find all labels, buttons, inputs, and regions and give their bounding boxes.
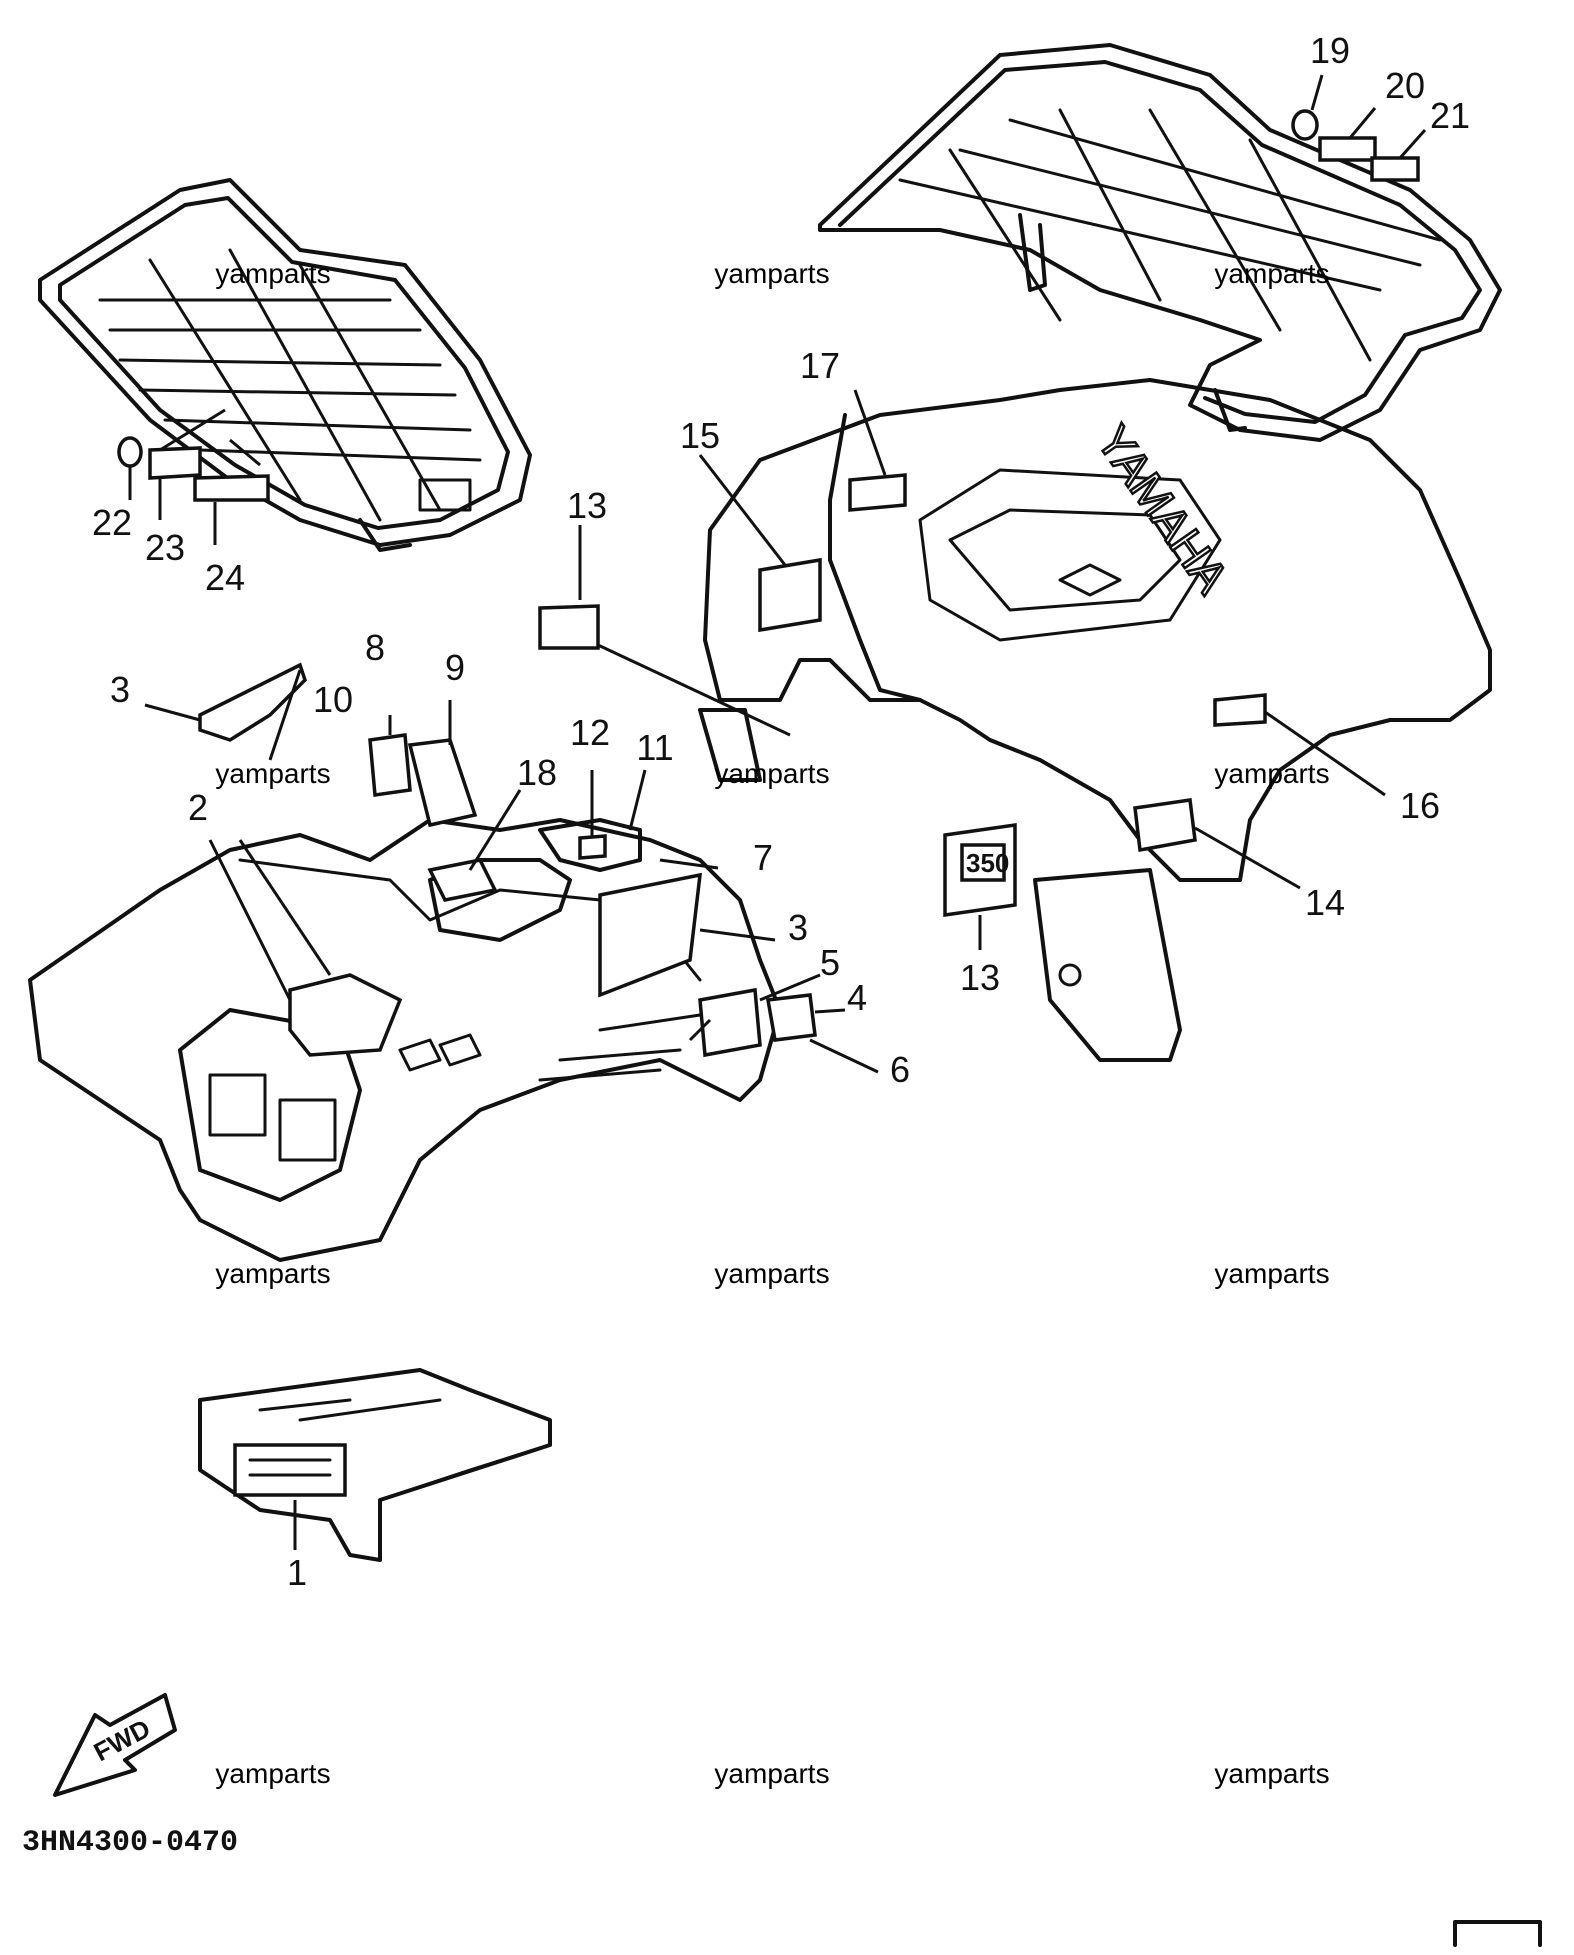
callout-18: 18: [517, 752, 557, 793]
front-fender-decals: [144, 662, 879, 1074]
watermark: yamparts: [1214, 258, 1329, 289]
corner-mark: [1453, 1920, 1542, 1947]
callout-11: 11: [636, 727, 673, 768]
callout-24: 24: [205, 557, 245, 598]
watermark: yamparts: [215, 1758, 330, 1789]
decals-22-24: [117, 408, 270, 545]
diagram-code: 3HN4300-0470: [22, 1826, 238, 1860]
callout-3-right: 3: [788, 907, 808, 948]
callout-14: 14: [1305, 882, 1345, 923]
callout-13-top: 13: [567, 485, 607, 526]
callout-20: 20: [1385, 65, 1425, 106]
callout-23: 23: [145, 527, 185, 568]
watermark: yamparts: [215, 758, 330, 789]
watermark: yamparts: [1214, 1758, 1329, 1789]
callout-9: 9: [445, 647, 465, 688]
front-panel-assembly: [198, 1368, 552, 1562]
watermark: yamparts: [1214, 758, 1329, 789]
rear-fender: YAMAHA: [698, 378, 1492, 1062]
callout-13-badge: 13: [960, 957, 1000, 998]
front-carrier-rack: [38, 178, 532, 552]
decals-19-21: [1291, 74, 1427, 182]
callout-1: 1: [287, 1552, 307, 1593]
watermarks: yamparts yamparts yamparts yamparts yamp…: [215, 258, 1329, 1789]
callout-2: 2: [188, 787, 208, 828]
watermark: yamparts: [215, 258, 330, 289]
callout-3-left: 3: [110, 669, 130, 710]
callout-16: 16: [1400, 785, 1440, 826]
forward-arrow-icon: FWD: [53, 1693, 177, 1797]
callout-22: 22: [92, 502, 132, 543]
callout-21: 21: [1430, 95, 1470, 136]
callout-7: 7: [753, 837, 773, 878]
callout-12: 12: [570, 712, 610, 753]
front-fender: [28, 818, 782, 1262]
callout-5: 5: [820, 942, 840, 983]
watermark: yamparts: [714, 758, 829, 789]
callout-15: 15: [680, 415, 720, 456]
watermark: yamparts: [1214, 1258, 1329, 1289]
watermark: yamparts: [215, 1258, 330, 1289]
rear-fender-decals: 350: [538, 389, 1386, 950]
callout-4: 4: [847, 977, 867, 1018]
callout-10: 10: [313, 679, 353, 720]
engine-badge-text: 350: [966, 848, 1009, 878]
callout-6: 6: [890, 1049, 910, 1090]
fwd-arrow-text: FWD: [89, 1713, 155, 1767]
watermark: yamparts: [714, 258, 829, 289]
callout-19: 19: [1310, 30, 1350, 71]
callout-17: 17: [800, 345, 840, 386]
watermark: yamparts: [714, 1258, 829, 1289]
callout-8: 8: [365, 627, 385, 668]
rear-carrier-rack: [818, 43, 1502, 442]
watermark: yamparts: [714, 1758, 829, 1789]
callout-labels: 1 2 3 3 4 5 6 7 8 9 10 11 12 13 13 14 15…: [92, 30, 1470, 1593]
